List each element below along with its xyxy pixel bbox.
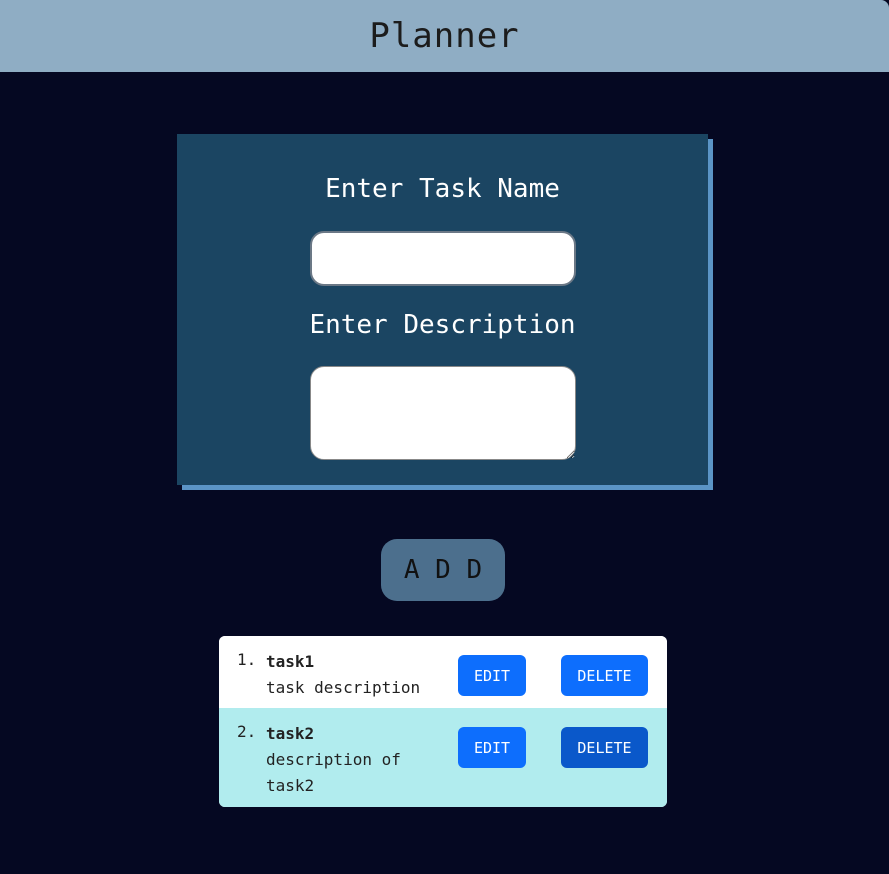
add-task-button[interactable]: A D D <box>381 539 505 601</box>
edit-button[interactable]: EDIT <box>458 655 526 696</box>
description-label: Enter Description <box>309 310 576 340</box>
task-title: task2 <box>266 724 315 743</box>
task-form: Enter Task Name Enter Description <box>177 134 708 485</box>
list-item: 2. task2 description of task2 EDIT DELET… <box>219 708 667 807</box>
list-item-number: 1. <box>237 650 257 669</box>
list-item: 1. task1 task description EDIT DELETE <box>219 636 667 708</box>
app-header: Planner <box>0 0 889 72</box>
task-name-label: Enter Task Name <box>325 174 560 204</box>
description-textarea[interactable] <box>310 366 576 460</box>
task-name-input[interactable] <box>310 231 576 286</box>
task-title: task1 <box>266 652 315 671</box>
task-description: description of task2 <box>266 750 401 795</box>
task-description: task description <box>266 678 421 697</box>
list-item-number: 2. <box>237 722 257 741</box>
list-item-content: task1 task description <box>266 649 441 701</box>
page-title: Planner <box>369 16 520 56</box>
list-item-content: task2 description of task2 <box>266 721 441 799</box>
delete-button[interactable]: DELETE <box>561 655 648 696</box>
delete-button[interactable]: DELETE <box>561 727 648 768</box>
task-list: 1. task1 task description EDIT DELETE 2.… <box>219 636 667 807</box>
edit-button[interactable]: EDIT <box>458 727 526 768</box>
